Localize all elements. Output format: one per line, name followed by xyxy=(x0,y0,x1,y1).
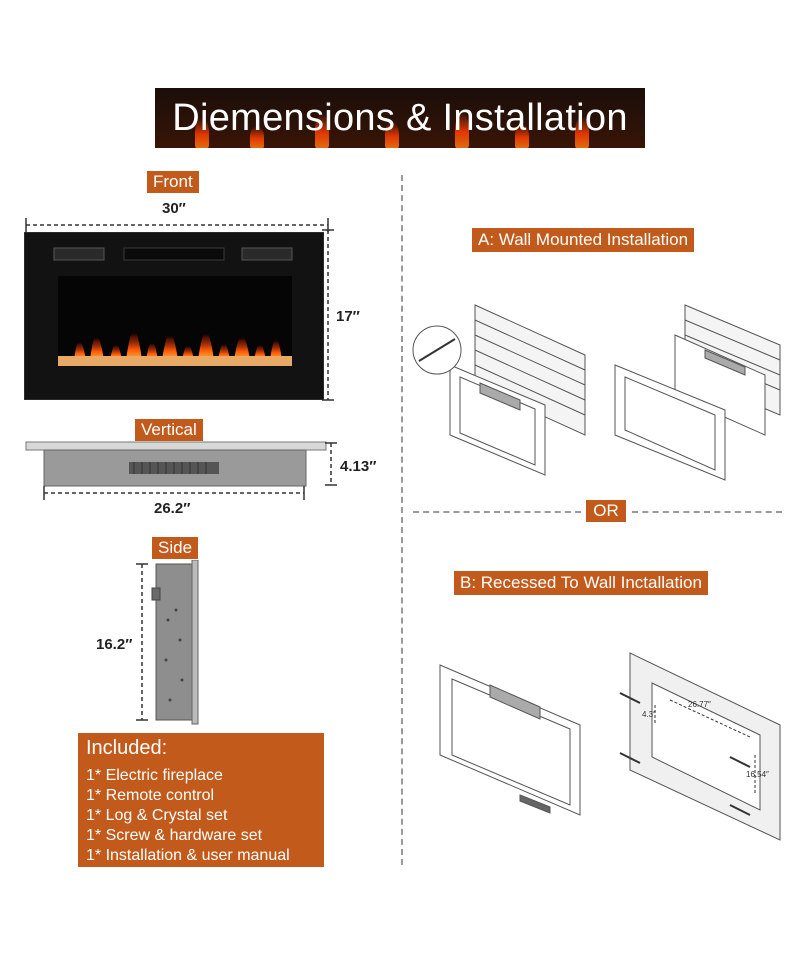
side-height-label: 16.2″ xyxy=(96,636,133,653)
list-item: 1* Log & Crystal set xyxy=(86,807,228,824)
side-view-image xyxy=(136,560,199,725)
front-width-label: 30″ xyxy=(162,200,186,217)
list-item: 1* Remote control xyxy=(86,787,215,804)
front-label: Front xyxy=(147,171,199,193)
included-box: Included: 1* Electric fireplace 1* Remot… xyxy=(78,733,324,867)
included-list: 1* Electric fireplace 1* Remote control … xyxy=(86,766,316,866)
side-label: Side xyxy=(152,537,199,559)
vertical-divider xyxy=(401,175,403,865)
vertical-depth-dimension xyxy=(325,442,337,486)
front-height-label: 17″ xyxy=(336,308,360,325)
page-title: Diemensions & Installation xyxy=(172,96,628,139)
recessed-label: B: Recessed To Wall Inctallation xyxy=(454,571,708,595)
included-heading: Included: xyxy=(86,737,168,759)
recessed-diagram: 26.77″ 4.3″ 16.54″ xyxy=(439,652,781,841)
list-item: 1* Screw & hardware set xyxy=(86,827,263,844)
list-item: 1* Electric fireplace xyxy=(86,767,223,784)
wall-mounted-diagram xyxy=(412,304,781,481)
or-divider-left xyxy=(413,511,581,513)
vertical-width-label: 26.2″ xyxy=(154,500,191,517)
or-divider-right xyxy=(632,511,782,513)
front-fireplace-image xyxy=(24,232,324,400)
recess-depth-label: 4.3″ xyxy=(642,710,656,719)
title-banner: Diemensions & Installation xyxy=(155,88,645,148)
vertical-view-image xyxy=(25,441,327,487)
vertical-label: Vertical xyxy=(135,419,203,441)
vertical-width-dimension xyxy=(43,486,305,500)
or-label: OR xyxy=(586,500,626,522)
list-item: 1* Installation & user manual xyxy=(86,847,290,864)
recess-height-label: 16.54″ xyxy=(746,770,769,779)
recess-width-label: 26.77″ xyxy=(688,700,711,709)
front-height-dimension xyxy=(322,229,334,401)
wall-mounted-label: A: Wall Mounted Installation xyxy=(472,228,695,252)
vertical-depth-label: 4.13″ xyxy=(340,458,377,475)
